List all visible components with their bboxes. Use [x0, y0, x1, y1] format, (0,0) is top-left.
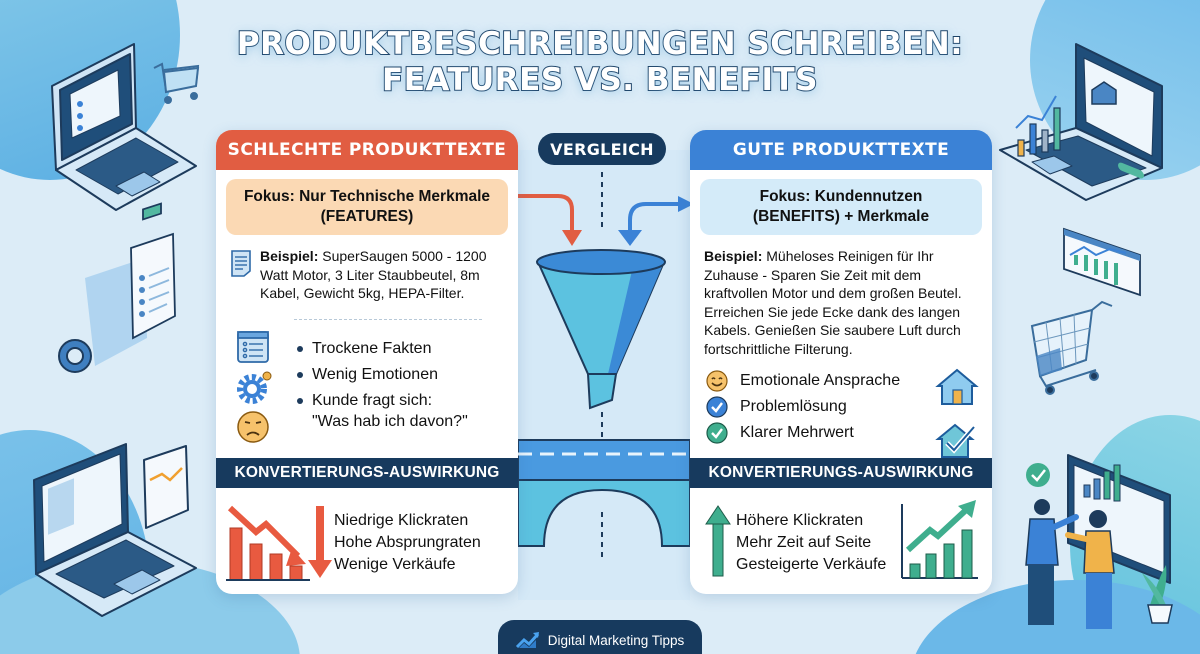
example-text: Müheloses Reinigen für Ihr Zuhause - Spa…	[704, 248, 962, 357]
good-impact-body: Höhere Klickraten Mehr Zeit auf Seite Ge…	[690, 488, 992, 594]
bad-impact-body: Niedrige Klickraten Hohe Absprungraten W…	[216, 488, 518, 594]
up-arrow-icon	[705, 505, 731, 577]
bullet-item: Wenig Emotionen	[296, 364, 468, 385]
good-characteristics: Emotionale Ansprache Problemlösung Klare…	[690, 368, 992, 458]
bad-impact-header: KONVERTIERUNGS-AUSWIRKUNG	[216, 458, 518, 488]
bullet-item: Kunde fragt sich:"Was hab ich davon?"	[296, 390, 468, 432]
document-icon	[231, 250, 251, 277]
good-item: Problemlösung	[706, 394, 900, 420]
title-line-1: PRODUKTBESCHREIBUNGEN SCHREIBEN:	[236, 25, 964, 63]
footer-brand: Digital Marketing Tipps	[498, 620, 702, 654]
impact-line: Hohe Absprungraten	[334, 534, 481, 551]
impact-line: Niedrige Klickraten	[334, 512, 469, 529]
example-label: Beispiel:	[704, 248, 763, 264]
page-title: PRODUKTBESCHREIBUNGEN SCHREIBEN: FEATURE…	[0, 25, 1200, 99]
declining-chart-icon	[226, 505, 332, 581]
bridge-icon	[517, 439, 691, 547]
bad-impact-lines: Niedrige Klickraten Hohe Absprungraten W…	[334, 510, 481, 576]
chart-window-icon	[1063, 227, 1141, 297]
divider	[294, 318, 482, 320]
good-card-header: GUTE PRODUKTTEXTE	[690, 130, 992, 170]
good-texts-card: GUTE PRODUKTTEXTE Fokus: Kundennutzen (B…	[690, 130, 992, 594]
impact-line: Gesteigerte Verkäufe	[736, 556, 887, 573]
good-focus-line-2: (BENEFITS) + Merkmale	[752, 208, 930, 225]
good-example: Beispiel: Müheloses Reinigen für Ihr Zuh…	[704, 247, 978, 358]
impact-line: Mehr Zeit auf Seite	[736, 534, 872, 551]
impact-line: Höhere Klickraten	[736, 512, 864, 529]
team-analytics-illustration-icon	[1025, 454, 1173, 629]
laptop-growth-illustration-icon	[999, 43, 1163, 201]
clipboard-gear-illustration-icon	[58, 202, 176, 373]
bad-example: Beispiel: SuperSaugen 5000 - 1200 Watt M…	[230, 247, 504, 303]
rising-chart-icon	[901, 500, 978, 579]
funnel-icon	[536, 249, 666, 410]
bad-texts-card: SCHLECHTE PRODUKTTEXTE Fokus: Nur Techni…	[216, 130, 518, 594]
smiley-icon	[706, 370, 728, 392]
bad-focus-box: Fokus: Nur Technische Merkmale (FEATURES…	[226, 179, 508, 235]
laptop-illustration-icon	[51, 43, 197, 211]
shopping-cart-icon	[153, 62, 200, 104]
gear-icon	[237, 371, 272, 404]
laptop-analytics-illustration-icon	[33, 443, 197, 617]
impact-line: Wenige Verkäufe	[334, 556, 456, 573]
good-focus-box: Fokus: Kundennutzen (BENEFITS) + Merkmal…	[700, 179, 982, 235]
good-item: Klarer Mehrwert	[706, 420, 900, 446]
shopping-cart-large-icon	[1030, 300, 1113, 395]
comparison-label: VERGLEICH	[538, 133, 666, 165]
good-item: Emotionale Ansprache	[706, 368, 900, 394]
bad-characteristics: Trockene Fakten Wenig Emotionen Kunde fr…	[216, 330, 518, 450]
footer-label: Digital Marketing Tipps	[547, 632, 685, 648]
bad-focus-line-2: (FEATURES)	[320, 208, 414, 225]
house-icon	[935, 368, 979, 405]
house-check-icon	[935, 423, 976, 458]
title-line-2: FEATURES VS. BENEFITS	[381, 61, 818, 99]
bad-focus-line-1: Fokus: Nur Technische Merkmale	[243, 188, 491, 205]
good-focus-line-1: Fokus: Kundennutzen	[759, 188, 923, 205]
unamused-face-icon	[237, 410, 269, 443]
example-label: Beispiel:	[260, 248, 319, 264]
check-circle-icon	[706, 396, 728, 418]
good-impact-lines: Höhere Klickraten Mehr Zeit auf Seite Ge…	[736, 510, 886, 576]
good-impact-header: KONVERTIERUNGS-AUSWIRKUNG	[690, 458, 992, 488]
bad-card-header: SCHLECHTE PRODUKTTEXTE	[216, 130, 518, 170]
trend-chart-icon	[515, 632, 539, 649]
comparison-graphics	[476, 172, 694, 560]
bullet-item: Trockene Fakten	[296, 338, 468, 359]
check-circle-icon	[706, 422, 728, 444]
list-icon	[237, 330, 269, 363]
example-text: SuperSaugen 5000 - 1200 Watt Motor, 3 Li…	[260, 248, 487, 301]
